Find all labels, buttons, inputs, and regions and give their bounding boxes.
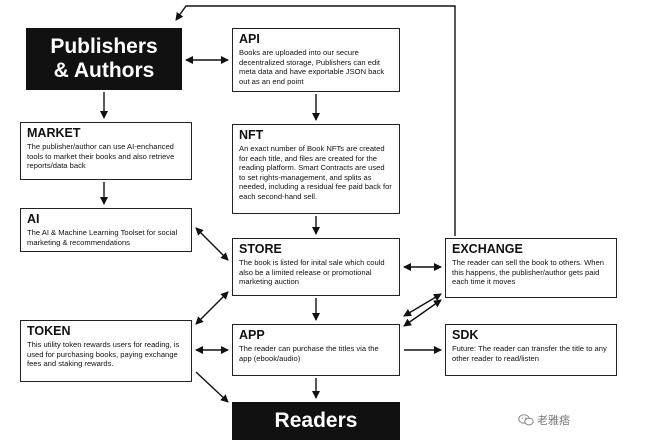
api-title: API (239, 32, 260, 46)
exchange-body: The reader can sell the book to others. … (452, 258, 604, 287)
sdk-body: Future: The reader can transfer the titl… (452, 344, 607, 363)
ai-body: The AI & Machine Learning Toolset for so… (27, 228, 178, 247)
ai-title: AI (27, 212, 40, 226)
exchange-title: EXCHANGE (452, 242, 523, 256)
market-node: MARKET The publisher/author can use AI-e… (20, 122, 192, 180)
api-node: API Books are uploaded into our secure d… (232, 28, 400, 92)
sdk-title: SDK (452, 328, 479, 342)
store-body: The book is listed for inital sale which… (239, 258, 385, 287)
market-body: The publisher/author can use AI-enchance… (27, 142, 175, 171)
exchange-node: EXCHANGE The reader can sell the book to… (445, 238, 617, 298)
app-title: APP (239, 328, 265, 342)
token-node: TOKEN This utility token rewards users f… (20, 320, 192, 382)
arrow-ai-store (195, 227, 229, 261)
arrow-app-exchange (403, 299, 442, 327)
nft-title: NFT (239, 128, 264, 142)
wechat-icon (518, 414, 534, 426)
api-body: Books are uploaded into our secure decen… (239, 48, 385, 86)
sdk-node: SDK Future: The reader can transfer the … (445, 324, 617, 376)
token-body: This utility token rewards users for rea… (27, 340, 180, 369)
ai-node: AI The AI & Machine Learning Toolset for… (20, 208, 192, 252)
market-title: MARKET (27, 126, 81, 140)
arrow-exchange-publishers (175, 5, 456, 236)
nft-body: An exact number of Book NFTs are created… (239, 144, 392, 201)
store-node: STORE The book is listed for inital sale… (232, 238, 400, 296)
arrow-store-token (195, 291, 229, 325)
nft-node: NFT An exact number of Book NFTs are cre… (232, 124, 400, 214)
app-body: The reader can purchase the titles via t… (239, 344, 379, 363)
publishers-authors-node: Publishers & Authors (26, 28, 182, 90)
watermark: 老雅痞 (518, 412, 570, 428)
readers-label: Readers (274, 409, 358, 432)
app-node: APP The reader can purchase the titles v… (232, 324, 400, 376)
arrow-token-readers (195, 371, 229, 403)
watermark-text: 老雅痞 (537, 415, 570, 427)
store-title: STORE (239, 242, 282, 256)
publishers-line1: Publishers (50, 35, 158, 58)
token-title: TOKEN (27, 324, 71, 338)
readers-node: Readers (232, 402, 400, 440)
publishers-line2: & Authors (53, 59, 155, 82)
